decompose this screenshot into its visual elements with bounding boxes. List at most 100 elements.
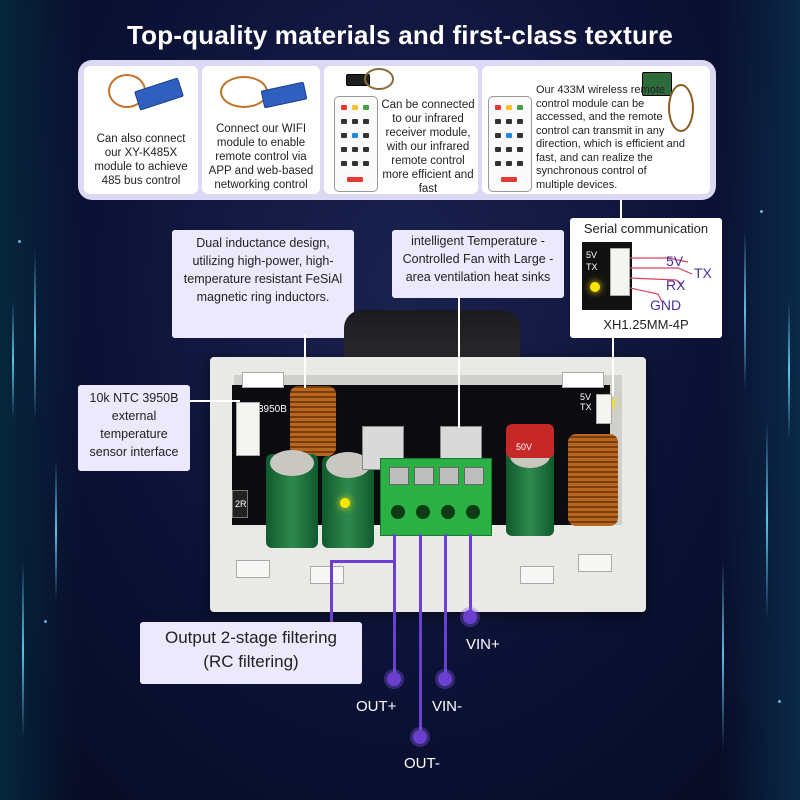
module-infrared-text: Can be connected to our infrared receive… [381,99,475,194]
module-card-infrared: Can be connected to our infrared receive… [324,66,478,194]
module-panel: Can also connect our XY-K485X module to … [78,60,716,200]
module-485-text: Can also connect our XY-K485X module to … [94,133,188,187]
mount-tab [242,372,284,388]
leader-line-out-minus [419,534,422,739]
light-streak [766,420,768,620]
remote-button [347,177,363,182]
remote-button [352,133,358,138]
serial-wires [629,257,693,303]
serial-pin-rx: RX [666,277,686,293]
case-slot [578,554,612,572]
serial-title: Serial communication [583,221,709,236]
remote-button [517,105,523,110]
inductor-callout-text: Dual inductance design, utilizing high-p… [183,236,343,304]
screw-icon [414,467,434,485]
light-streak [55,460,57,600]
remote-button [352,105,358,110]
rf433-module-icon [642,72,672,96]
ntc-callout: 10k NTC 3950B external temperature senso… [78,385,190,471]
serial-silk-5v: 5V [586,250,598,260]
cable-icon [364,68,394,90]
terminal-hole [391,505,405,519]
light-streak [12,300,14,420]
remote-button [363,133,369,138]
background-right-glow [720,0,800,800]
ntc-connector-icon [236,402,260,456]
light-streak [22,560,24,740]
terminal-block [380,458,492,536]
label-out-minus: OUT- [404,755,440,772]
ir-remote-icon [334,96,378,192]
pin-marker-vin-minus [438,672,452,686]
case-slot [310,566,344,584]
filter-callout: Output 2-stage filtering (RC filtering) [140,622,362,684]
capacitor-top [270,450,314,476]
light-dot [778,700,781,703]
pin-marker-vin-plus [463,610,477,624]
led-icon [590,282,600,292]
serial-pin-5v: 5V [666,253,684,269]
ntc-callout-text: 10k NTC 3950B external temperature senso… [89,391,179,459]
leader-line-filter [330,560,333,624]
filter-callout-text: Output 2-stage filtering (RC filtering) [165,628,337,671]
light-dot [760,210,763,213]
mount-tab [562,372,604,388]
serial-silk-tx: TX [586,262,598,272]
remote-button [495,161,501,166]
inductor-callout: Dual inductance design, utilizing high-p… [172,230,354,338]
light-streak [34,250,36,420]
case-slot [236,560,270,578]
remote-button [517,161,523,166]
label-vin-minus: VIN- [432,698,462,715]
light-dot [18,240,21,243]
page-title: Top-quality materials and first-class te… [127,20,673,50]
remote-button [495,147,501,152]
remote-button [506,133,512,138]
light-dot [44,620,47,623]
remote-button [517,119,523,124]
leader-line-filter [330,560,394,563]
remote-button [506,147,512,152]
remote-button [352,161,358,166]
leader-line [458,296,460,428]
remote-button [495,105,501,110]
serial-port-icon [596,394,612,424]
remote-button [352,119,358,124]
module-card-485: Can also connect our XY-K485X module to … [84,66,198,194]
leader-line [612,338,614,396]
serial-connector-label: XH1.25MM-4P [603,317,689,332]
leader-line-out-plus [393,534,396,684]
case-slot [520,566,554,584]
rf-remote-icon [488,96,532,192]
terminal-hole [466,505,480,519]
leader-line [304,334,306,388]
screw-icon [439,467,459,485]
remote-button [363,105,369,110]
label-vin-plus: VIN+ [466,636,500,653]
remote-button [352,147,358,152]
ntc-silk-label: 3950B [258,404,287,415]
screw-icon [464,467,484,485]
remote-button [341,133,347,138]
remote-button [506,119,512,124]
leader-line [190,400,240,402]
module-card-wifi: Connect our WIFI module to enable remote… [202,66,320,194]
fan-callout: intelligent Temperature -Controlled Fan … [392,230,564,298]
inductor-left [290,386,336,456]
remote-button [341,161,347,166]
remote-button [363,119,369,124]
capacitor-red: 50V [506,424,554,458]
serial-pin-tx-out: TX [694,265,712,281]
resistor-label: 2R [235,499,247,509]
pin-marker-out-plus [387,672,401,686]
serial-pin-gnd: GND [650,297,682,313]
module-wifi-text: Connect our WIFI module to enable remote… [208,123,314,191]
remote-button [495,119,501,124]
resistor: 2R [232,490,248,518]
leader-line-vin-plus [469,534,472,620]
remote-button [341,105,347,110]
remote-button [517,133,523,138]
inductor-right [568,434,618,526]
serial-connector-icon [610,248,630,296]
terminal-hole [416,505,430,519]
